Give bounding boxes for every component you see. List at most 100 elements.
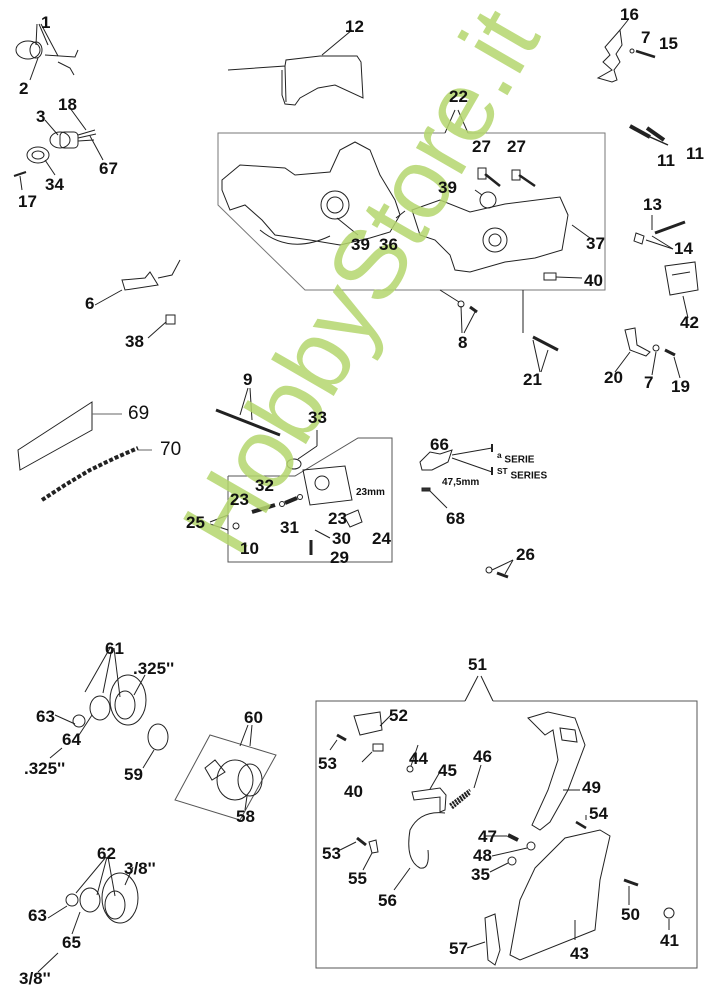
part-62-clutch-drum: [101, 872, 139, 924]
label-part-47: 47: [478, 827, 497, 846]
dimension-23mm: 23mm: [356, 487, 385, 498]
part-13-screw: [654, 220, 686, 235]
label-part-29: 29: [330, 548, 349, 567]
part-1-ignition-coil: [15, 23, 79, 81]
part-7-washer: [629, 48, 635, 54]
label-part-19: 19: [671, 377, 690, 396]
leader-51a: [464, 675, 479, 702]
part-43-sprocket-cover: [509, 829, 611, 961]
crankcase-group-frame: [217, 132, 606, 291]
part-56-brake-band: [408, 812, 446, 869]
serie-2-label: ST SERIES: [497, 466, 548, 482]
label-part-39a: 39: [351, 235, 370, 254]
label-part-53b: 53: [322, 844, 341, 863]
part-47-pin: [507, 833, 519, 842]
leader-16: [619, 19, 629, 31]
part-65-sprocket: [79, 887, 101, 913]
part-12-gasket: [227, 55, 364, 106]
leader-12: [321, 29, 353, 56]
leader-37: [571, 224, 591, 239]
part-26-washer: [485, 566, 493, 574]
label-part-33: 33: [308, 408, 327, 427]
label-part-48: 48: [473, 846, 492, 865]
annotation-325-bottom: .325'': [24, 759, 66, 778]
label-part-26: 26: [516, 545, 535, 564]
label-part-3: 3: [36, 107, 46, 126]
part-3-spark-plug-cap: [44, 107, 104, 161]
label-part-57: 57: [449, 939, 468, 958]
part-16-bracket: [596, 28, 623, 83]
part-42-cover: [664, 261, 699, 296]
part-40-clip: [543, 272, 557, 281]
leader-40: [555, 276, 583, 279]
part-7-washer-b: [652, 344, 660, 352]
label-part-49: 49: [582, 778, 601, 797]
label-part-21: 21: [523, 370, 542, 389]
label-part-7a: 7: [641, 28, 651, 47]
label-part-8: 8: [458, 333, 468, 352]
part-69-guide-bar: [17, 401, 93, 471]
label-part-44: 44: [409, 749, 428, 768]
part-41-nut: [663, 907, 675, 919]
part-10-washer: [232, 522, 240, 530]
part-45-brake-lever: [411, 787, 447, 813]
part-53-screw-a: [336, 733, 347, 742]
dimension-47-5mm: 47,5mm: [442, 477, 480, 488]
part-58-spring: [237, 763, 263, 797]
label-part-42: 42: [680, 313, 699, 332]
label-part-62: 62: [97, 844, 116, 863]
part-6-throttle-lever: [121, 259, 181, 291]
label-part-43: 43: [570, 944, 589, 963]
part-27-stud-a: [477, 167, 487, 180]
part-35-nut: [507, 856, 517, 866]
leader-38: [147, 321, 167, 339]
part-27-stud-b: [511, 169, 521, 181]
part-52-bracket: [353, 711, 383, 736]
label-part-23b: 23: [328, 509, 347, 528]
leader-42: [682, 295, 689, 319]
label-part-61: 61: [105, 639, 124, 658]
leader-68: [429, 490, 448, 509]
label-part-50: 50: [621, 905, 640, 924]
label-part-36: 36: [379, 235, 398, 254]
part-14-nut: [633, 232, 645, 245]
part-21-screw: [532, 335, 559, 352]
label-part-9: 9: [243, 370, 253, 389]
part-63-bearing-a: [72, 714, 86, 728]
crankcase-right-half: [411, 191, 569, 273]
label-part-39b: 39: [438, 178, 457, 197]
clutch-group-frame: [174, 734, 277, 821]
part-34-gasket: [26, 146, 56, 176]
label-part-30: 30: [332, 529, 351, 548]
crankcase-left-half: [221, 141, 401, 246]
label-part-45: 45: [438, 761, 457, 780]
label-part-38: 38: [125, 332, 144, 351]
label-part-27a: 27: [472, 137, 491, 156]
part-59-washer: [147, 723, 169, 751]
part-61-clutch-drum: [109, 674, 147, 726]
part-33-oring: [286, 458, 302, 470]
part-66-oil-pickup: [419, 449, 453, 471]
label-part-11a: 11: [686, 144, 704, 163]
part-50-screw: [623, 878, 639, 887]
label-part-13: 13: [643, 195, 662, 214]
label-part-40b: 40: [344, 782, 363, 801]
part-32-oring-a: [279, 501, 285, 507]
label-part-70: 70: [160, 439, 182, 460]
part-44-circlip: [406, 765, 414, 773]
label-part-16: 16: [620, 5, 639, 24]
label-part-64: 64: [62, 730, 81, 749]
part-26-screw: [496, 571, 509, 579]
leader-6: [94, 289, 123, 306]
label-part-55: 55: [348, 869, 367, 888]
label-part-68: 68: [446, 509, 465, 528]
label-part-11b: 11: [657, 151, 675, 170]
leader-39a: [336, 217, 359, 236]
label-part-34: 34: [45, 175, 64, 194]
label-part-24: 24: [372, 529, 391, 548]
part-15-screw: [635, 49, 656, 59]
part-24-cover: [343, 509, 363, 528]
label-part-51: 51: [468, 655, 487, 674]
part-49-front-hand-guard: [527, 711, 586, 831]
